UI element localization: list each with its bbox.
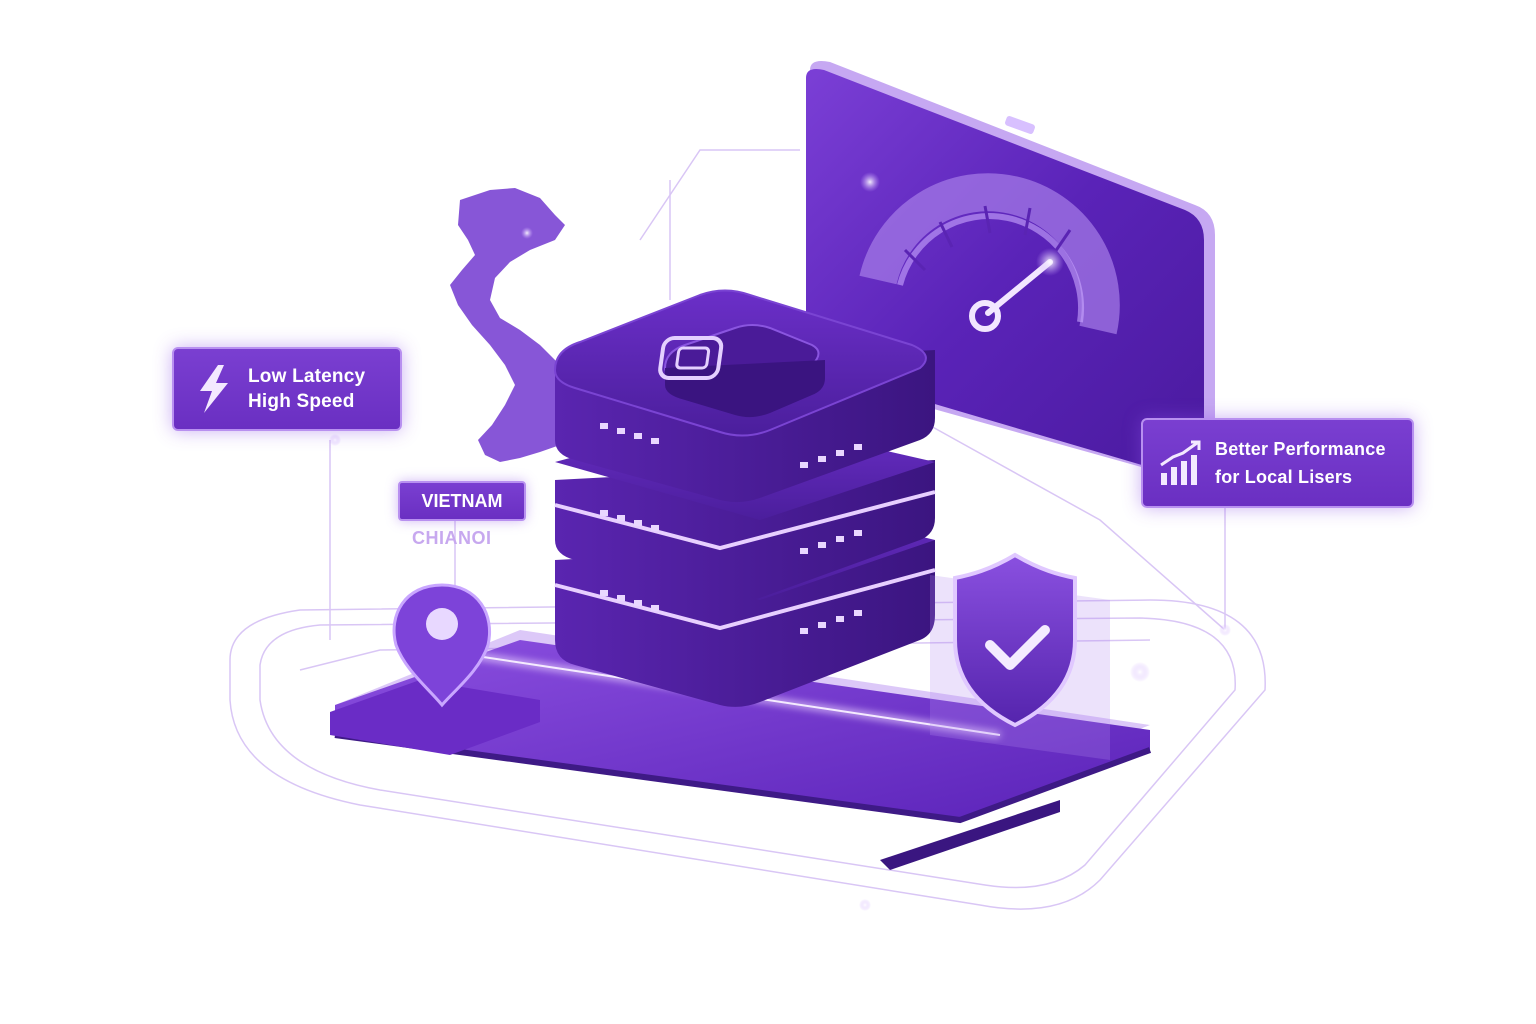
country-label: VIETNAM: [398, 481, 526, 521]
latency-line-2: High Speed: [248, 391, 355, 412]
city-label: CHIANOI: [412, 528, 492, 548]
floor-lines: [229, 149, 1266, 910]
performance-line-1: Better Performance: [1215, 439, 1386, 459]
performance-line-2: for Local Lisers: [1215, 467, 1353, 487]
sparkles: [329, 434, 1231, 911]
chip-icon: [658, 324, 825, 418]
server-platform: [334, 630, 1152, 870]
lightning-icon: [200, 365, 228, 413]
latency-line-1: Low Latency: [248, 366, 366, 387]
bar-chart-icon: [1160, 440, 1201, 485]
speedometer-icon: [859, 173, 1120, 335]
latency-callout: Low Latency High Speed: [172, 347, 402, 431]
map-pin-icon: [330, 583, 540, 755]
shield-check-icon: [930, 552, 1110, 760]
vietnam-map: [450, 188, 578, 462]
performance-callout: Better Performance for Local Lisers: [1141, 418, 1414, 508]
